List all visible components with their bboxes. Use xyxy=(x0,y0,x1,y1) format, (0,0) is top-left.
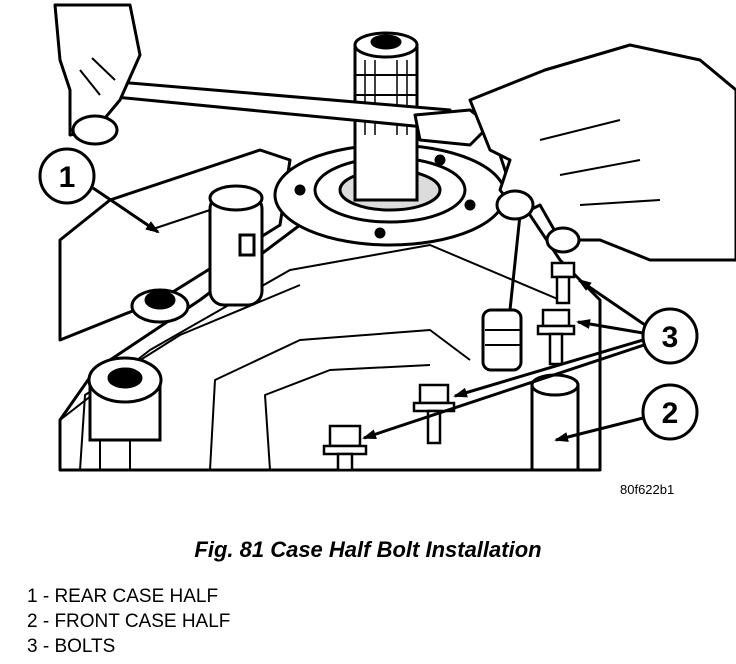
callout-3: 3 xyxy=(362,278,699,440)
legend-item: 1 - REAR CASE HALF xyxy=(27,586,219,607)
callout-2: 2 xyxy=(554,383,699,442)
transfer-case-illustration: 1 2 3 xyxy=(38,3,736,472)
callout-3-label: 3 xyxy=(662,321,679,354)
callout-1-label: 1 xyxy=(59,161,76,194)
right-hand xyxy=(468,43,736,262)
bolt-right xyxy=(536,308,576,366)
front-case-half xyxy=(530,373,580,472)
case-boss-left xyxy=(208,184,264,307)
case-boss-front xyxy=(87,356,163,442)
legend-item: 3 - BOLTS xyxy=(27,636,116,657)
figure-image-id: 80f622b1 xyxy=(620,482,675,497)
bolt-front-left xyxy=(322,424,368,472)
legend-item: 2 - FRONT CASE HALF xyxy=(27,611,231,632)
figure-caption: Fig. 81 Case Half Bolt Installation xyxy=(194,537,542,562)
rear-case-body xyxy=(58,198,602,472)
legend-list: 1 - REAR CASE HALF 2 - FRONT CASE HALF 3… xyxy=(27,584,230,659)
left-hand xyxy=(53,3,142,146)
callout-1: 1 xyxy=(38,147,160,234)
case-boss-middle xyxy=(130,288,190,324)
bolt-upper-right xyxy=(550,261,576,305)
callout-2-label: 2 xyxy=(662,397,679,430)
